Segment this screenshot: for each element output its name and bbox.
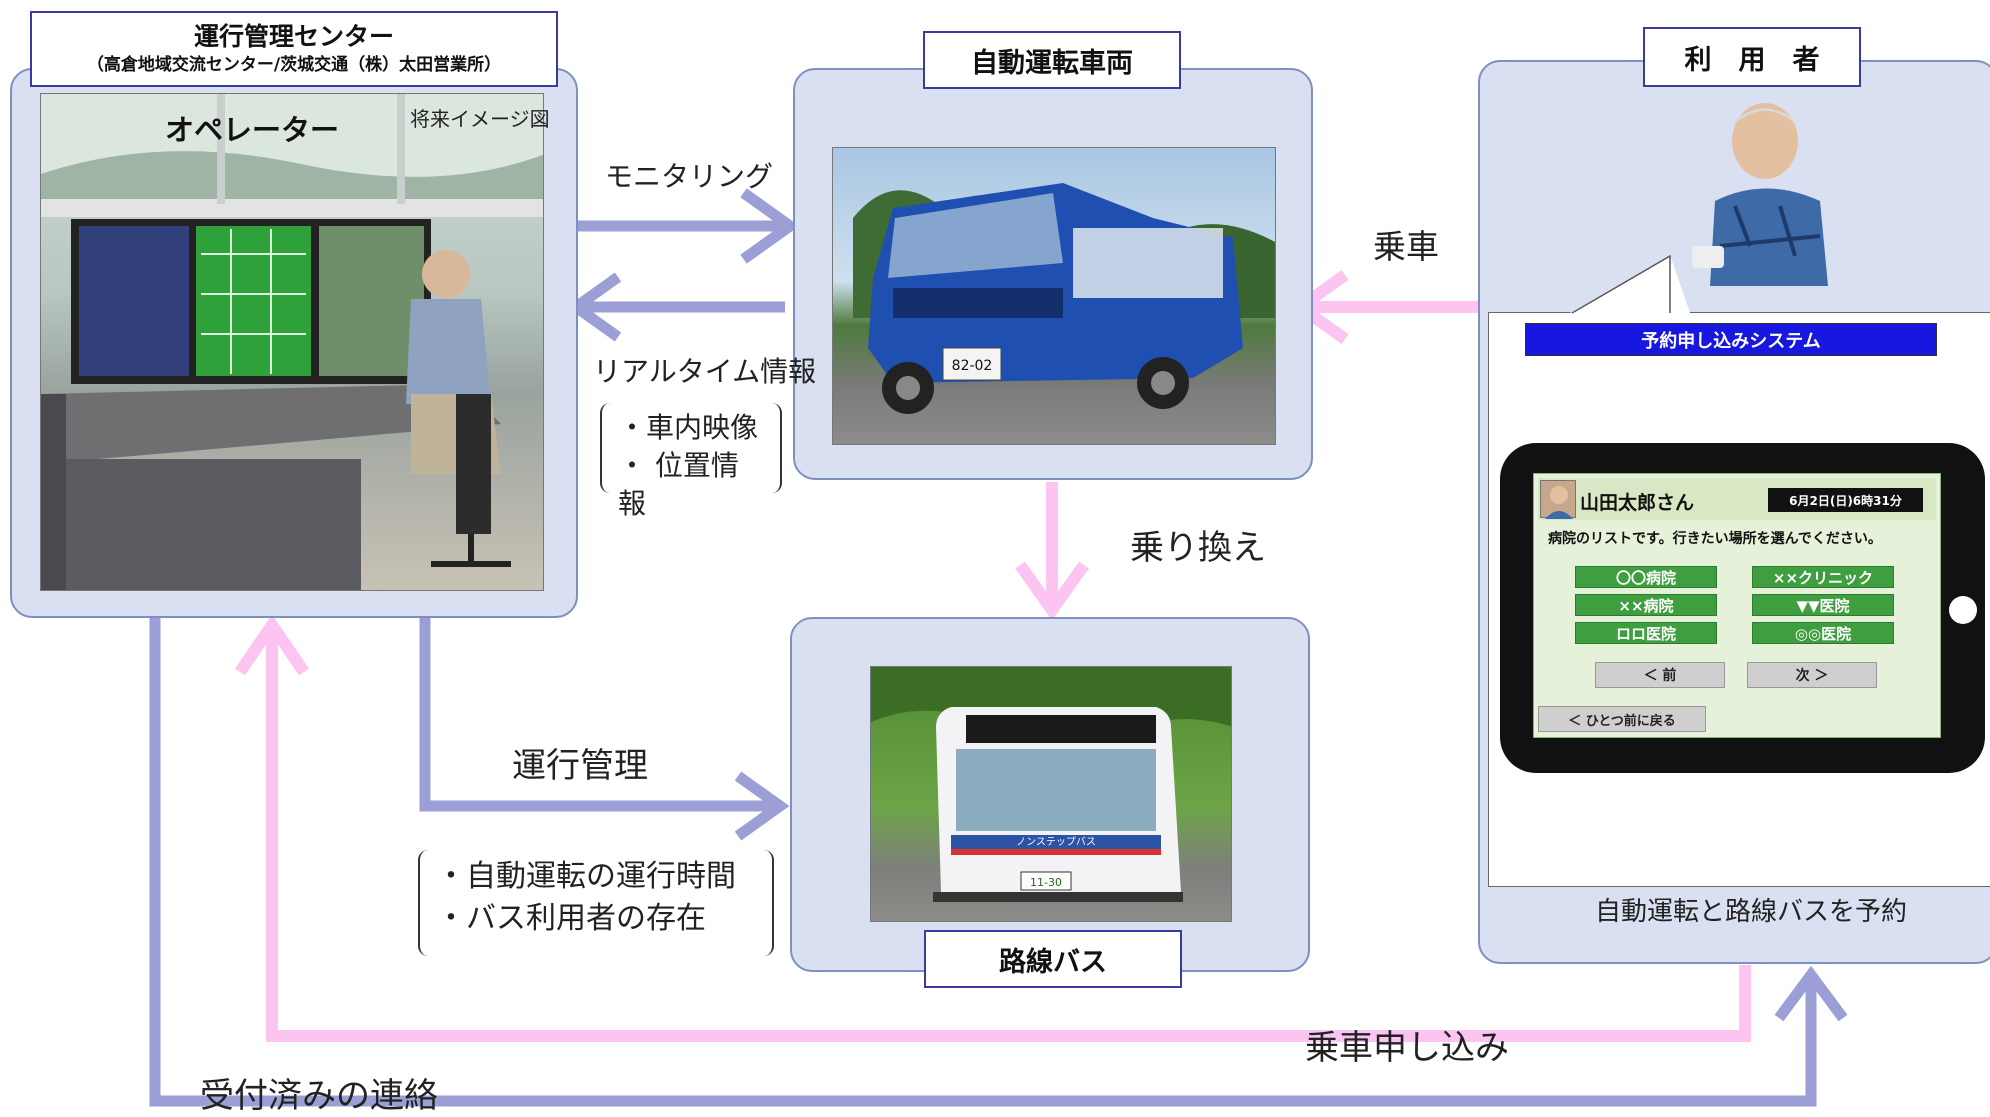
bus-plate: 11-30 <box>1030 876 1062 889</box>
speech-tail <box>1570 255 1690 314</box>
tablet-datetime-box: 6月2日(日)6時31分 <box>1768 488 1923 512</box>
operation-arrow <box>419 618 790 841</box>
tablet-datetime: 6月2日(日)6時31分 <box>1789 493 1902 508</box>
option-button[interactable]: ××病院 <box>1575 594 1717 616</box>
option-button[interactable]: 〇〇病院 <box>1575 566 1717 588</box>
confirmation-arrow <box>149 618 1848 1107</box>
reservation-system-label: 予約申し込みシステム <box>1641 330 1821 352</box>
confirmation-label: 受付済みの連絡 <box>200 1076 438 1116</box>
boarding-label: 乗車 <box>1373 227 1439 266</box>
future-image-caption: 将来イメージ図 <box>410 107 550 131</box>
realtime-arrow <box>566 272 785 342</box>
operation-item: ・自動運転の運行時間 <box>436 859 736 894</box>
application-arrow <box>235 614 1751 1042</box>
realtime-item: ・車内映像 <box>618 411 759 444</box>
monitoring-label: モニタリング <box>605 160 774 193</box>
operation-center-title-box: 運行管理センター （高倉地域交流センター/茨城交通（株）太田営業所） <box>30 11 558 87</box>
tablet-prompt: 病院のリストです。行きたい場所を選んでください。 <box>1548 531 1882 547</box>
route-bus-image: ノンステップバス 11-30 <box>870 666 1232 922</box>
realtime-items: ・車内映像 ・ 位置情報 <box>600 403 782 520</box>
operator-room-image <box>40 93 544 591</box>
bus-display: ノンステップバス <box>1016 836 1096 848</box>
user-title: 利 用 者 <box>1684 44 1820 76</box>
realtime-label: リアルタイム情報 <box>593 355 817 388</box>
option-button[interactable]: ▼▼医院 <box>1752 594 1894 616</box>
transfer-label: 乗り換え <box>1130 528 1266 568</box>
option-button[interactable]: ××クリニック <box>1752 566 1894 588</box>
reservation-system-bar: 予約申し込みシステム <box>1525 323 1937 356</box>
application-label: 乗車申し込み <box>1305 1028 1509 1068</box>
realtime-item: ・ 位置情報 <box>618 449 739 520</box>
option-button[interactable]: ◎◎医院 <box>1752 622 1894 644</box>
user-photo <box>1690 96 1840 286</box>
operator-label: オペレーター <box>165 113 340 147</box>
vehicle-title-box: 自動運転車両 <box>923 31 1181 89</box>
tablet-avatar <box>1540 480 1576 519</box>
operation-center-title: 運行管理センター <box>193 22 394 51</box>
autonomous-vehicle-image: 82-02 <box>832 147 1276 445</box>
transfer-arrow <box>1015 482 1089 621</box>
user-caption: 自動運転と路線バスを予約 <box>1595 897 1908 927</box>
operation-center-subtitle: （高倉地域交流センター/茨城交通（株）太田営業所） <box>86 55 502 75</box>
back-button[interactable]: ＜ ひとつ前に戻る <box>1538 706 1706 732</box>
option-button[interactable]: ロロ医院 <box>1575 622 1717 644</box>
operation-items: ・自動運転の運行時間 ・バス利用者の存在 <box>418 850 774 956</box>
route-bus-title-box: 路線バス <box>924 930 1182 988</box>
tablet-user-name: 山田太郎さん <box>1580 492 1695 514</box>
operation-label: 運行管理 <box>512 746 648 786</box>
vehicle-title: 自動運転車両 <box>971 47 1133 79</box>
prev-button[interactable]: ＜ 前 <box>1595 662 1725 688</box>
vehicle-plate: 82-02 <box>952 358 993 374</box>
next-button[interactable]: 次 ＞ <box>1747 662 1877 688</box>
route-bus-title: 路線バス <box>999 946 1107 978</box>
user-title-box: 利 用 者 <box>1643 27 1861 87</box>
operation-item: ・バス利用者の存在 <box>436 901 706 936</box>
monitoring-arrow <box>574 188 800 264</box>
tablet-home-button[interactable] <box>1949 596 1977 624</box>
